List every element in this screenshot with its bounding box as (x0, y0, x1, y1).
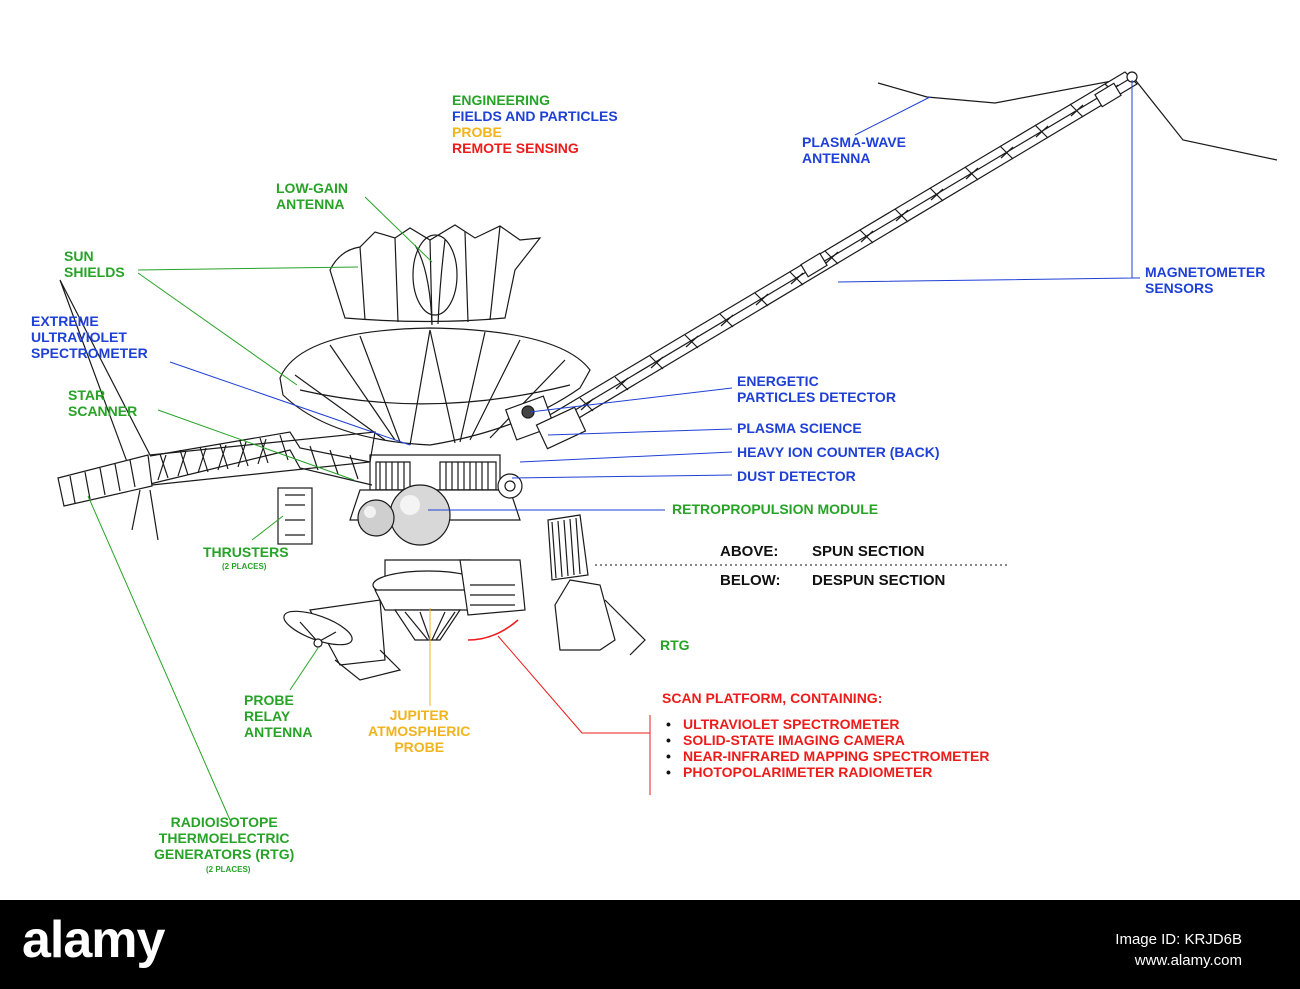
scan-platform-arc (467, 619, 519, 641)
propellant-tanks (357, 484, 451, 546)
leader-thrusters (251, 515, 284, 541)
label-spun-section: SPUN SECTION (812, 543, 925, 560)
magnetometer-boom (531, 71, 1138, 438)
label-rtg: RTG (660, 637, 690, 653)
leader-sun-shields-1 (137, 266, 359, 271)
rtg-right (547, 514, 646, 656)
scan-platform-item: ULTRAVIOLET SPECTROMETER (666, 716, 989, 732)
leader-plasma-science (547, 428, 733, 436)
leader-lines (87, 80, 1140, 821)
legend-fields-particles: FIELDS AND PARTICLES (452, 108, 618, 124)
spacecraft-diagram (57, 71, 1278, 821)
scan-platform-title: SCAN PLATFORM, CONTAINING: (662, 690, 883, 706)
site-url: www.alamy.com (1134, 952, 1242, 969)
image-id: Image ID: KRJD6B (1115, 931, 1242, 948)
fields-particles-detectors (497, 395, 587, 499)
label-despun-section: DESPUN SECTION (812, 572, 946, 589)
probe-relay-antenna-dish (283, 610, 353, 648)
label-below: BELOW: (720, 572, 781, 589)
scan-platform-item: SOLID-STATE IMAGING CAMERA (666, 732, 989, 748)
leader-energetic (529, 387, 733, 413)
legend-engineering: ENGINEERING (452, 92, 551, 108)
leader-scan-arc (497, 635, 583, 734)
scan-platform-item: NEAR-INFRARED MAPPING SPECTROMETER (666, 748, 989, 764)
leader-heavy-ion (519, 451, 733, 463)
label-plasma-science: PLASMA SCIENCE (737, 420, 862, 436)
legend-probe: PROBE (452, 124, 502, 140)
sun-shield-umbrella (329, 224, 542, 326)
label-heavy-ion-counter: HEAVY ION COUNTER (BACK) (737, 444, 940, 460)
stock-footer-bar (0, 900, 1300, 989)
legend-remote-sensing: REMOTE SENSING (452, 140, 579, 156)
leader-euv (169, 361, 411, 446)
leader-rtg-generators (87, 495, 231, 821)
leader-star-scanner (157, 409, 355, 481)
label-dust-detector: DUST DETECTOR (737, 468, 856, 484)
despun-section (309, 559, 526, 681)
scan-platform-list: ULTRAVIOLET SPECTROMETER SOLID-STATE IMA… (666, 716, 989, 780)
leader-low-gain (364, 196, 433, 263)
leader-dust (511, 474, 733, 479)
label-thrusters: THRUSTERS (203, 544, 289, 560)
scan-platform-item: PHOTOPOLARIMETER RADIOMETER (666, 764, 989, 780)
plasma-wave-antenna-wire (877, 76, 1278, 161)
spacecraft-drawing (57, 71, 1278, 681)
label-thrusters-note: (2 PLACES) (222, 562, 267, 571)
leader-sun-shields-2 (137, 272, 298, 386)
leader-probe-relay (289, 647, 319, 691)
leader-plasma-wave (854, 96, 931, 136)
alamy-logo: alamy (22, 911, 165, 969)
label-retropropulsion-module: RETROPROPULSION MODULE (672, 501, 879, 517)
label-above: ABOVE: (720, 543, 779, 560)
label-rtg-generators-note: (2 PLACES) (206, 865, 251, 874)
